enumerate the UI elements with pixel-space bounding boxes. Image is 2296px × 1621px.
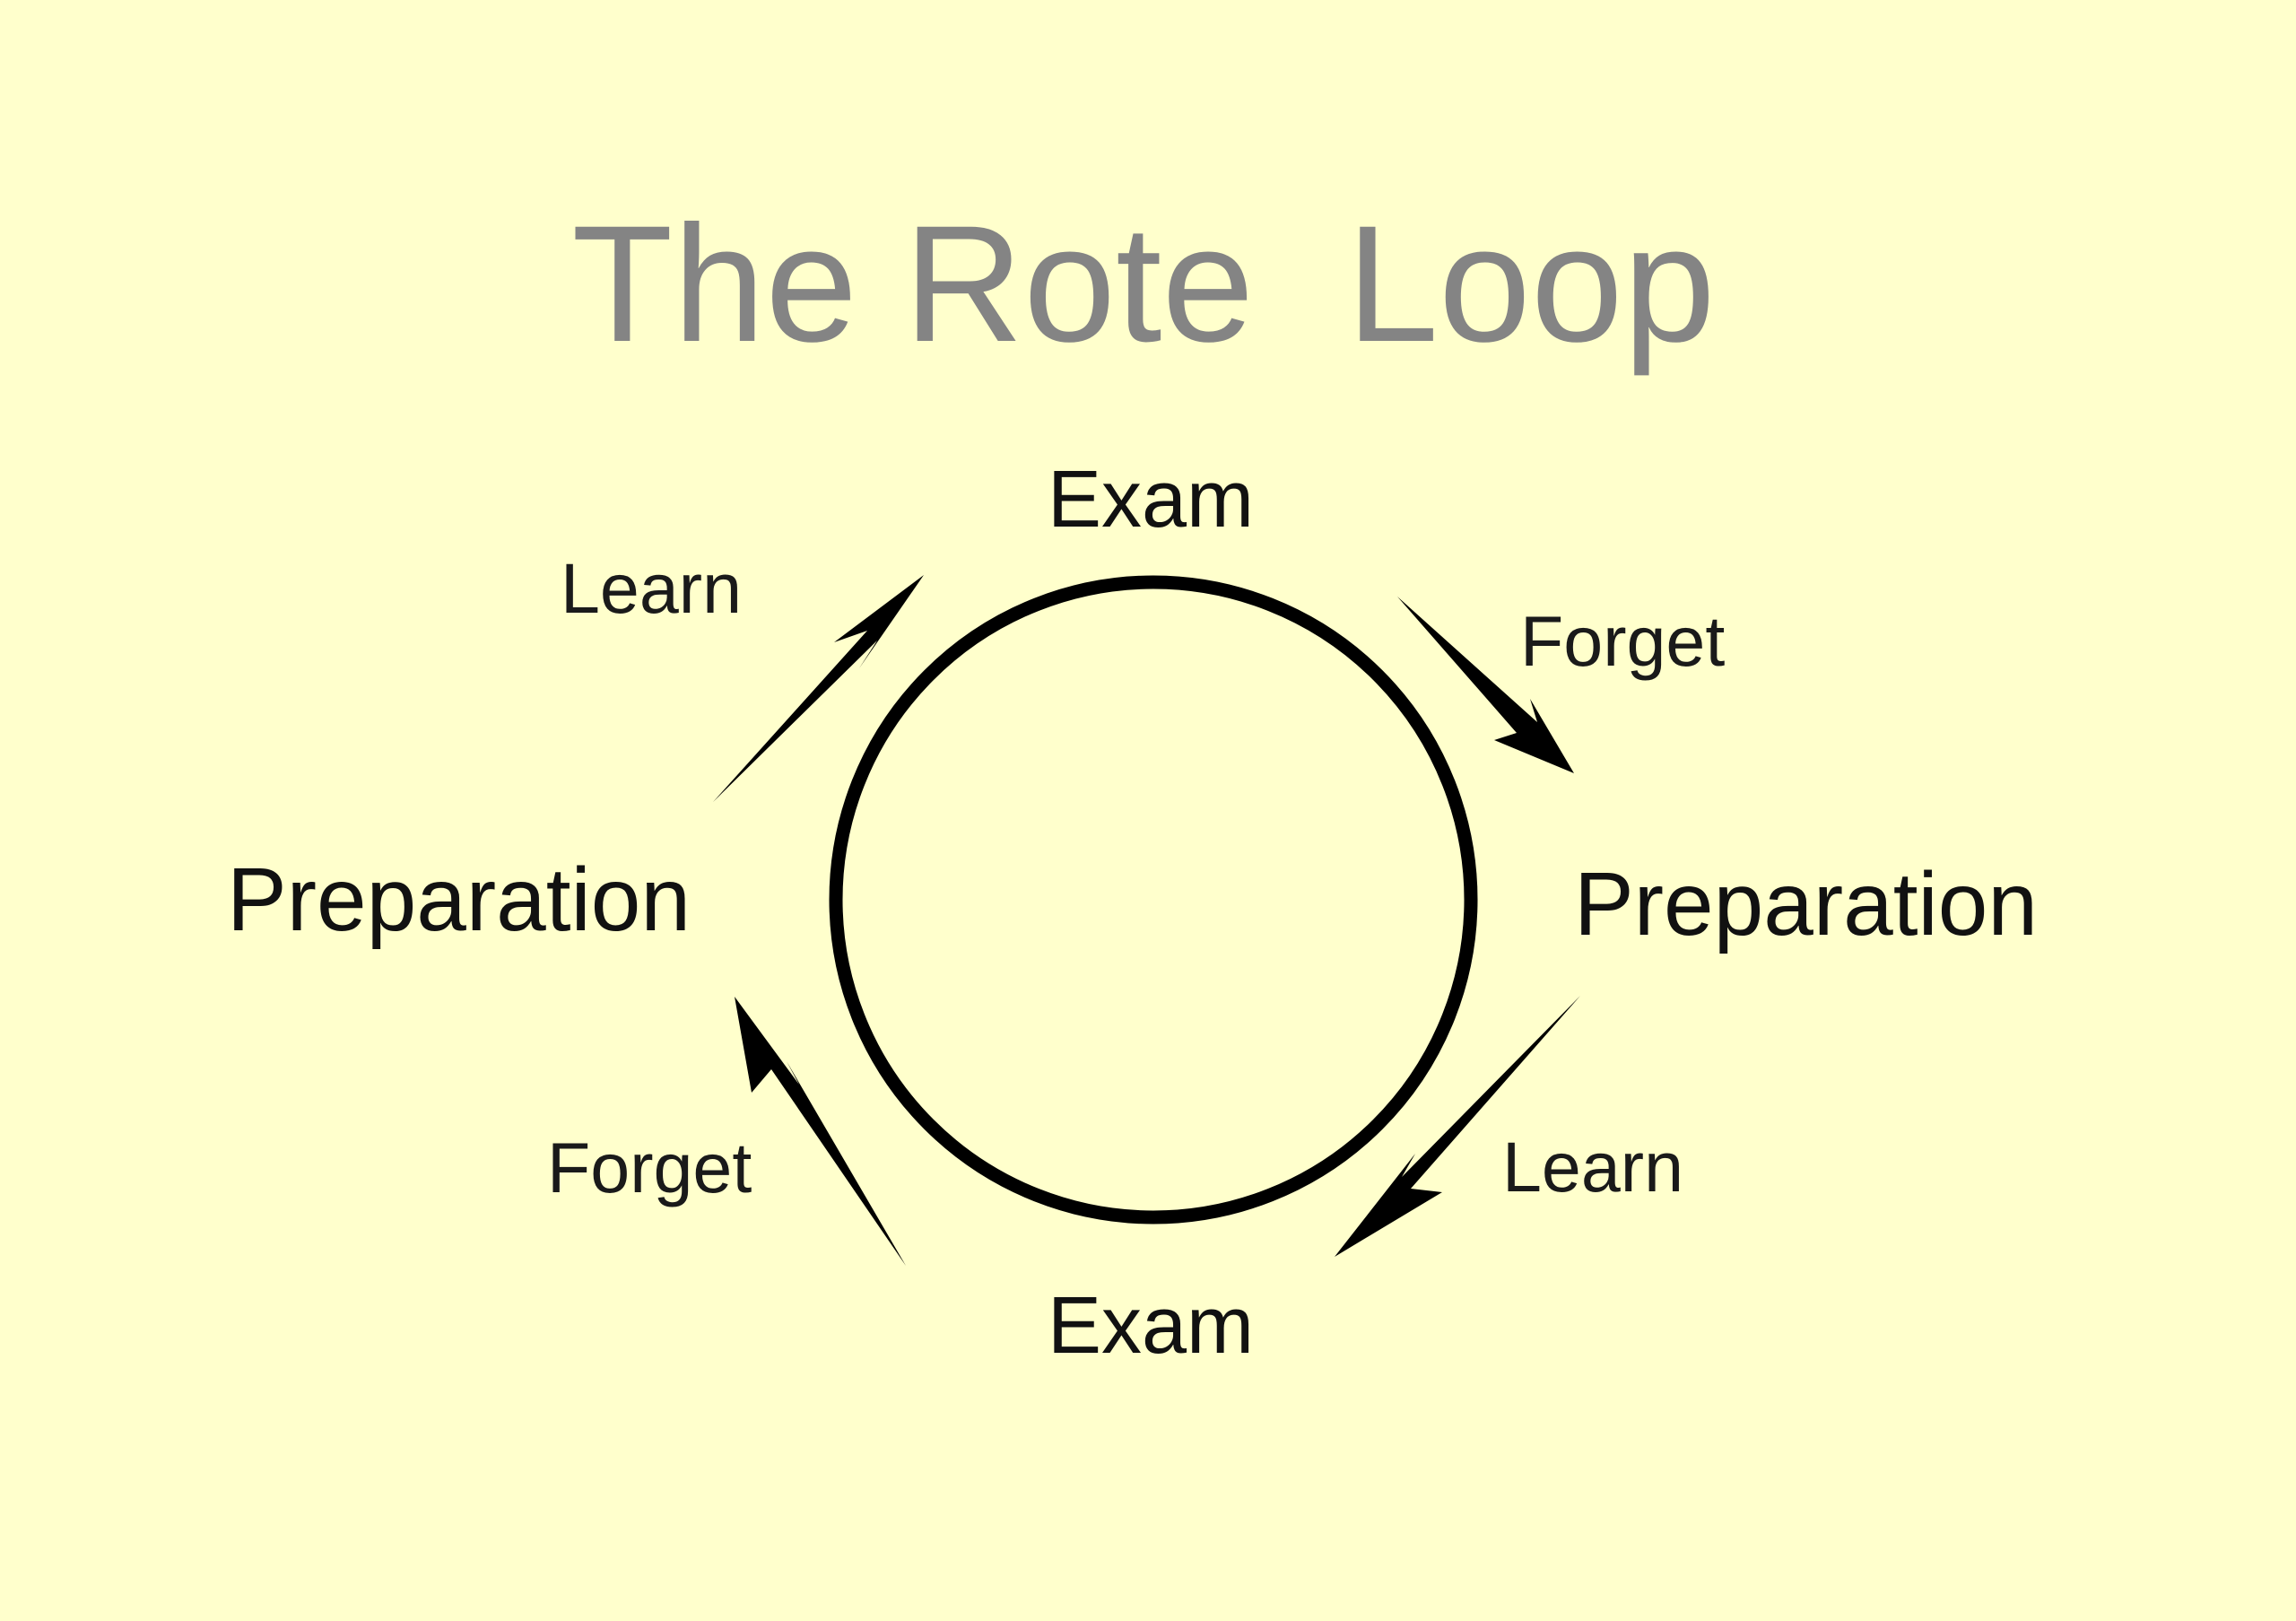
node-exam-top: Exam bbox=[1047, 455, 1255, 545]
arrow-forget-lower-left bbox=[735, 997, 906, 1266]
arrow-learn-lower-right bbox=[1335, 996, 1580, 1257]
edge-label-forget-lower-left: Forget bbox=[547, 1128, 752, 1207]
node-preparation-right: Preparation bbox=[1574, 854, 2038, 954]
cycle-circle bbox=[829, 575, 1478, 1224]
node-exam-bottom: Exam bbox=[1047, 1281, 1255, 1371]
diagram-title: The Rote Loop bbox=[571, 192, 1716, 377]
edge-label-learn-upper-left: Learn bbox=[561, 548, 743, 628]
edge-label-forget-upper-right: Forget bbox=[1520, 601, 1726, 681]
edge-label-learn-lower-right: Learn bbox=[1502, 1127, 1684, 1207]
arrow-forget-upper-right bbox=[1397, 597, 1574, 773]
node-preparation-left: Preparation bbox=[227, 850, 691, 950]
arrow-learn-upper-left bbox=[713, 575, 924, 802]
